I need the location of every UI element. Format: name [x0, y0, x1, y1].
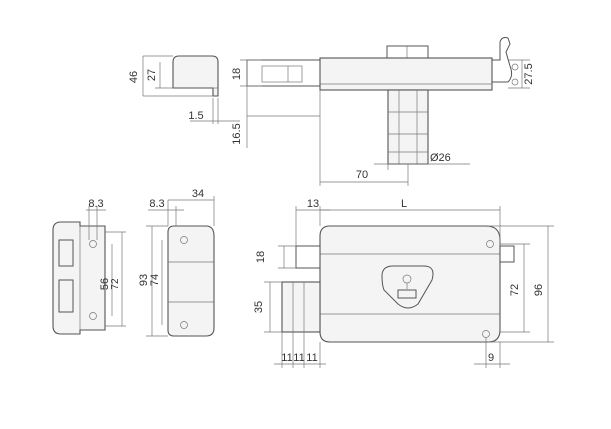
lock-top-view: 18 16.5 70 Ø26 27.5 — [231, 37, 535, 186]
dim-70: 70 — [356, 169, 368, 181]
dim-9: 9 — [488, 352, 494, 364]
lock-front-view: 13 L 18 35 11 11 11 72 96 9 — [253, 198, 554, 368]
dim-35: 35 — [253, 301, 265, 313]
cover-plate-view: 8.3 34 93 74 — [138, 188, 215, 337]
dim-46: 46 — [128, 71, 140, 83]
dim-72-plate: 72 — [110, 278, 121, 290]
dim-8-3-plate: 8.3 — [88, 198, 103, 210]
dim-74: 74 — [149, 274, 161, 286]
dim-72: 72 — [509, 284, 521, 296]
dim-16-5: 16.5 — [231, 123, 243, 144]
bolt-side-view: 46 27 1.5 — [128, 55, 240, 124]
dim-1-5: 1.5 — [188, 110, 203, 122]
dim-11-a: 11 — [281, 352, 292, 364]
dim-96: 96 — [533, 284, 545, 296]
dim-11-c: 11 — [306, 352, 317, 364]
dim-93: 93 — [138, 274, 150, 286]
dim-13: 13 — [307, 198, 319, 210]
dim-11-b: 11 — [293, 352, 304, 364]
dim-phi-26: Ø26 — [430, 152, 451, 164]
dim-27: 27 — [146, 69, 158, 81]
dim-8-3-cover: 8.3 — [149, 198, 164, 210]
dim-34: 34 — [192, 188, 204, 200]
dim-56: 56 — [99, 278, 111, 290]
dim-L: L — [401, 198, 407, 210]
dim-18-mid: 18 — [255, 251, 267, 263]
strike-plate-view: 8.3 56 72 — [52, 198, 126, 335]
dim-18-top: 18 — [231, 68, 243, 80]
dim-27-5: 27.5 — [523, 63, 535, 84]
